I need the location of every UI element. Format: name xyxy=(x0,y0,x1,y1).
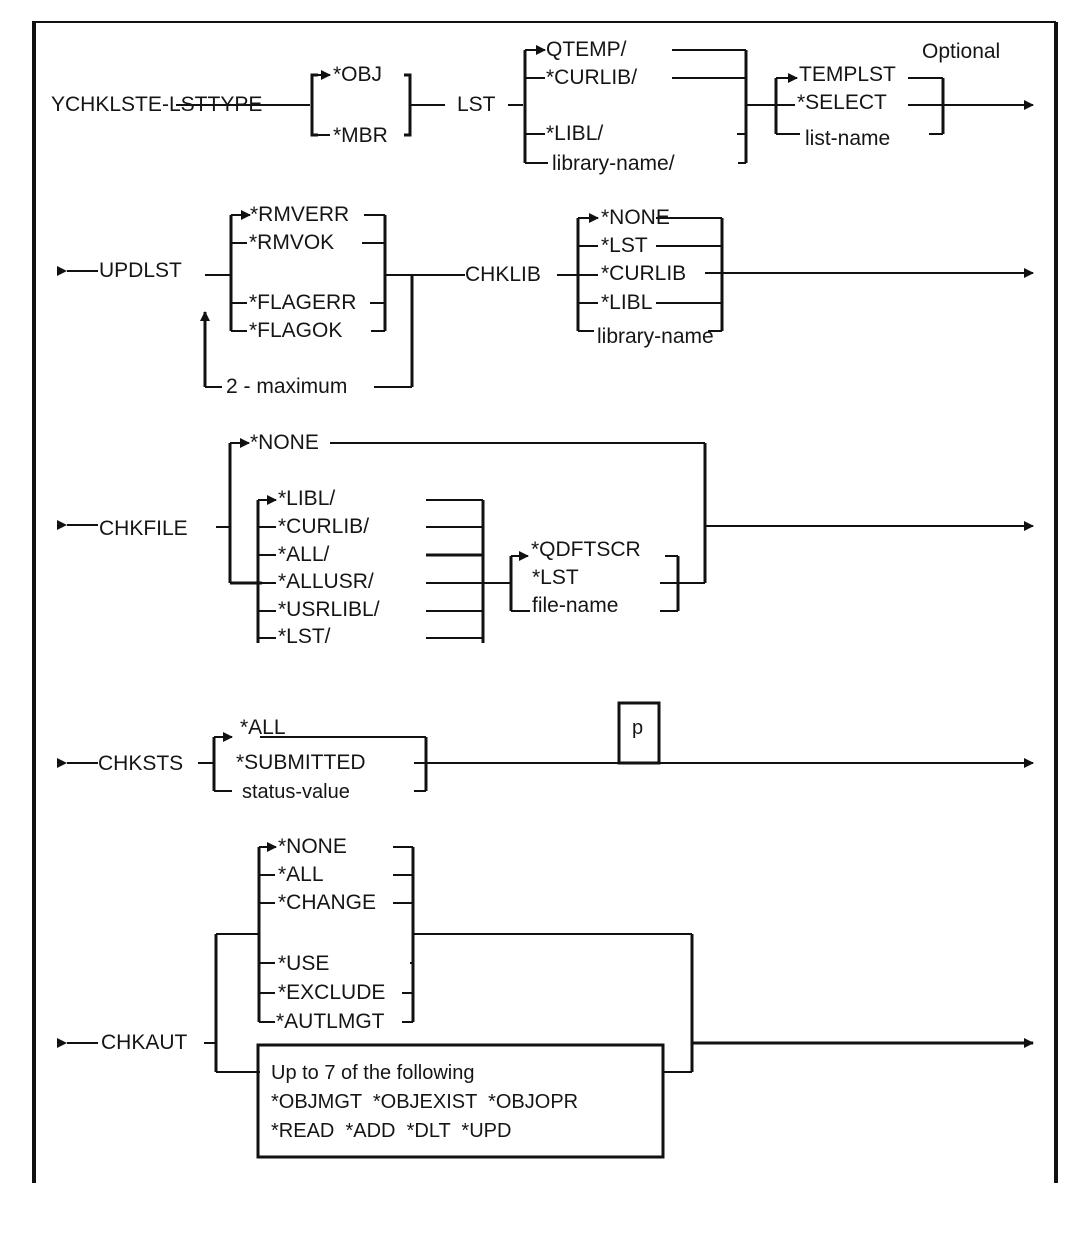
updlst-option-rmvok: *RMVOK xyxy=(249,231,335,254)
chkfile-lib-option-all: *ALL/ xyxy=(278,543,330,566)
chkfile-file-option-lst: *LST xyxy=(532,566,579,589)
chksts-option-all: *ALL xyxy=(240,716,286,739)
chkfile-lib-option-usrlibl: *USRLIBL/ xyxy=(278,598,380,621)
lst-lib-option-library-name: library-name/ xyxy=(552,152,675,175)
chksts-keyword: CHKSTS xyxy=(98,752,184,775)
updlst-option-rmverr: *RMVERR xyxy=(250,203,350,226)
chkfile-option-none: *NONE xyxy=(250,431,319,454)
chksts-option-submitted: *SUBMITTED xyxy=(236,751,366,774)
chkfile-lib-option-lst: *LST/ xyxy=(278,625,331,648)
chkfile-lib-option-libl: *LIBL/ xyxy=(278,487,336,510)
row-start-arrow-icon xyxy=(57,1038,67,1048)
lst-list-option-templst: TEMPLST xyxy=(799,63,896,86)
positional-marker-box xyxy=(617,701,661,765)
chkfile-file-option-file-name: file-name xyxy=(532,594,619,617)
row-chkfile-lines xyxy=(57,438,1034,643)
chkaut-option-use: *USE xyxy=(278,952,330,975)
row-lsttype-lst-lines xyxy=(176,45,1034,164)
chkaut-keyword: CHKAUT xyxy=(101,1031,188,1054)
chklib-option-lst: *LST xyxy=(601,234,648,257)
updlst-keyword: UPDLST xyxy=(99,259,182,282)
chklib-keyword: CHKLIB xyxy=(465,263,541,286)
lsttype-keyword-text: LSTTYPE xyxy=(169,93,263,116)
chkaut-option-exclude: *EXCLUDE xyxy=(278,981,386,1004)
row-chkaut-lines xyxy=(57,842,1034,1073)
chklib-option-library-name: library-name xyxy=(597,325,714,348)
positional-marker: p xyxy=(632,717,644,739)
chkfile-file-option-qdftscr: *QDFTSCR xyxy=(531,538,641,561)
chkaut-option-change: *CHANGE xyxy=(278,891,377,914)
row-start-arrow-icon xyxy=(57,520,67,530)
lst-lib-option-libl: *LIBL/ xyxy=(546,122,604,145)
row-start-arrow-icon xyxy=(57,266,67,276)
row-start-arrow-icon xyxy=(57,758,67,768)
lst-list-option-select: *SELECT xyxy=(797,91,887,114)
row-updlst-chklib-lines xyxy=(57,210,1034,388)
updlst-option-flagerr: *FLAGERR xyxy=(249,291,357,314)
updlst-repeat-label: 2 - maximum xyxy=(226,375,348,398)
lsttype-keyword: -LSTTYPE xyxy=(162,93,263,116)
chkaut-option-all: *ALL xyxy=(278,863,324,886)
chkaut-box-line-2: *OBJMGT *OBJEXIST *OBJOPR xyxy=(271,1091,579,1113)
updlst-option-flagok: *FLAGOK xyxy=(249,319,343,342)
chklib-option-libl: *LIBL xyxy=(601,291,653,314)
lsttype-option-mbr: *MBR xyxy=(333,124,388,147)
chkfile-lib-option-curlib: *CURLIB/ xyxy=(278,515,370,538)
command-name: YCHKLSTE xyxy=(51,93,162,116)
lst-keyword: LST xyxy=(457,93,496,116)
lsttype-option-obj: *OBJ xyxy=(333,63,383,86)
chkaut-box-line-3: *READ *ADD *DLT *UPD xyxy=(271,1120,512,1142)
chkaut-option-autlmgt: *AUTLMGT xyxy=(276,1010,385,1033)
optional-label: Optional xyxy=(922,40,1001,63)
chkaut-special-values-box xyxy=(256,1043,665,1159)
diagram-frame xyxy=(32,21,1058,1183)
chkaut-option-none: *NONE xyxy=(278,835,347,858)
lst-lib-option-qtemp: QTEMP/ xyxy=(546,38,627,61)
chkfile-keyword: CHKFILE xyxy=(99,517,188,540)
chklib-option-none: *NONE xyxy=(601,206,670,229)
lst-list-option-list-name: list-name xyxy=(805,127,891,150)
row-chksts-lines xyxy=(57,732,1034,792)
chksts-option-status-value: status-value xyxy=(242,781,350,803)
chkaut-box-line-1: Up to 7 of the following xyxy=(271,1062,475,1084)
chkfile-lib-option-allusr: *ALLUSR/ xyxy=(278,570,374,593)
chklib-option-curlib: *CURLIB xyxy=(601,262,687,285)
lst-lib-option-curlib: *CURLIB/ xyxy=(546,66,638,89)
